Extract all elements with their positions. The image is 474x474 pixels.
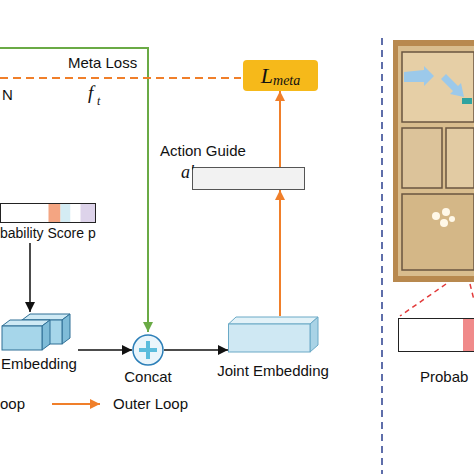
output-node: Action Guide a' [158,140,308,192]
node-label: Concat [118,368,178,385]
legend-arrow [52,403,100,405]
score-bar: bability Score p [0,203,100,243]
zoom-line [400,284,446,316]
line-label: Meta Loss [68,54,137,71]
process-box: Lmeta [243,60,318,91]
loss-subscript: meta [273,73,300,89]
node-label: Embedding [1,355,77,372]
connector [164,349,228,351]
zoom-line [470,284,474,300]
room-image [393,40,474,282]
embedding-cube [0,312,78,352]
concat-node: Concat [118,332,178,386]
embedding-node: Embedding [0,312,80,372]
feature-subscript: t [97,95,100,109]
connector [279,91,281,167]
box-heading: Action Guide [160,142,246,159]
panel-divider [381,38,383,474]
legend-text: oop [0,395,25,412]
node-label: Joint Embedding [208,362,338,379]
vector-symbol: a' [181,162,194,183]
connector [279,190,281,316]
embedding-node: Joint Embedding [208,316,338,384]
cut-label: N [2,86,13,103]
joint-embedding-box [228,316,320,353]
probability-bar [0,203,97,223]
connector [78,349,132,351]
feature-line [0,48,148,332]
feature-symbol: f [88,82,93,104]
probability-bar [398,318,474,352]
bar-label: bability Score p [0,225,96,241]
loss-symbol: L [261,63,273,88]
output-box [192,167,305,190]
connector [29,243,31,312]
bar-label: Probab [420,368,468,385]
meta-loss-line [0,77,241,79]
concat-circle [132,334,164,366]
legend-text: Outer Loop [113,395,188,412]
score-bar: Probab [398,318,474,390]
